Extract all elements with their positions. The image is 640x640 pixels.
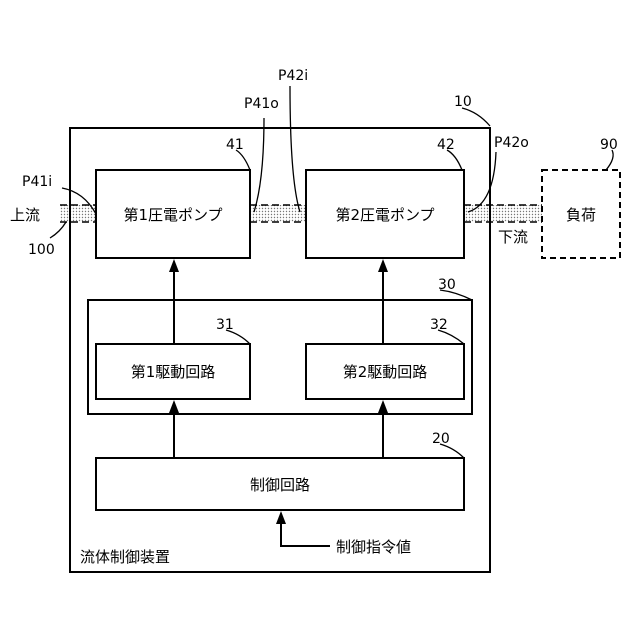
drive-group-ref: 30 (438, 277, 456, 293)
load-ref: 90 (600, 137, 618, 153)
drive1-ref: 31 (216, 317, 234, 333)
command-label: 制御指令値 (336, 538, 411, 556)
drive2-label: 第2駆動回路 (343, 363, 428, 381)
upstream-label: 上流 (10, 206, 40, 224)
pump1-ref: 41 (226, 137, 244, 153)
drive1-label: 第1駆動回路 (131, 363, 216, 381)
device-label: 流体制御装置 (80, 548, 170, 566)
port-p41i-label: P41i (22, 174, 52, 190)
pump1-label: 第1圧電ポンプ (123, 206, 222, 224)
port-p42o-label: P42o (494, 135, 529, 151)
pump2-label: 第2圧電ポンプ (335, 206, 434, 224)
drive2-ref: 32 (430, 317, 448, 333)
port-p42i-label: P42i (278, 68, 308, 84)
control-ref: 20 (432, 431, 450, 447)
port-p41o-label: P41o (244, 96, 279, 112)
pump2-ref: 42 (437, 137, 455, 153)
load-label: 負荷 (566, 206, 596, 224)
device-ref: 10 (454, 94, 472, 110)
control-label: 制御回路 (250, 476, 310, 494)
downstream-label: 下流 (498, 228, 528, 246)
flow-path-ref: 100 (28, 242, 55, 258)
